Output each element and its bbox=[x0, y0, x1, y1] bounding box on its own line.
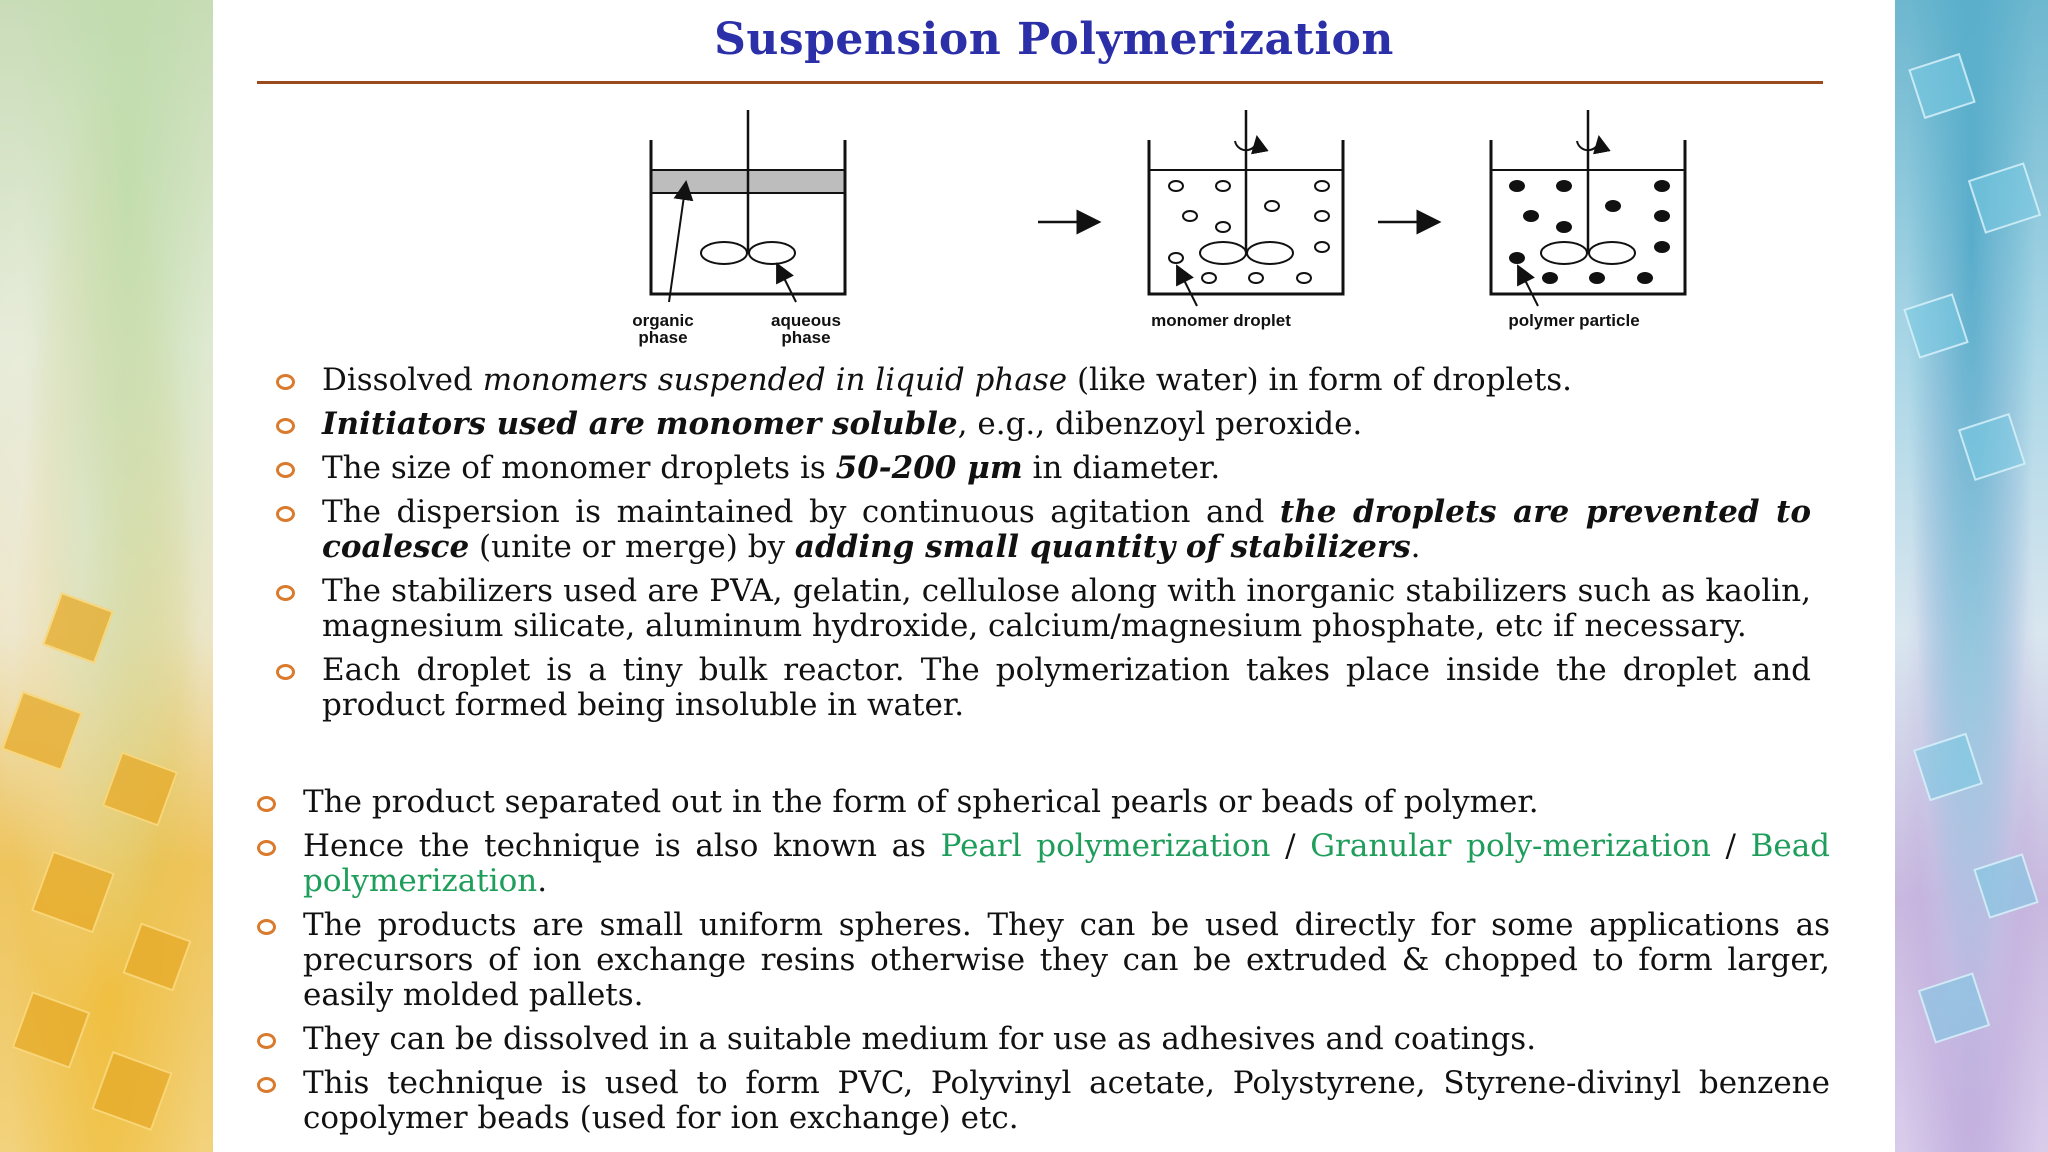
bullet-text: (like water) in form of droplets. bbox=[1067, 362, 1573, 398]
bullet-ring-icon bbox=[276, 462, 295, 478]
aqueous-phase-pointer bbox=[776, 262, 797, 303]
bullet-item: The stabilizers used are PVA, gelatin, c… bbox=[276, 573, 1811, 644]
rotation-icon bbox=[1576, 135, 1611, 155]
bullet-ring-icon bbox=[276, 506, 295, 522]
term-highlight: Pearl polymerization bbox=[940, 828, 1271, 864]
process-diagram: organic phase aqueous phase monomer drop… bbox=[533, 104, 1733, 354]
bullet-text: The product separated out in the form of… bbox=[303, 784, 1539, 820]
polymer-particles bbox=[1509, 180, 1670, 284]
title-divider bbox=[257, 81, 1823, 84]
bullet-text: in diameter. bbox=[1022, 450, 1221, 486]
slide: Suspension Polymerization bbox=[213, 0, 1895, 1152]
bullet-text: (unite or merge) by bbox=[469, 529, 795, 565]
bullet-text: Dissolved bbox=[322, 362, 483, 398]
bullet-text: / bbox=[1270, 828, 1311, 864]
vessel-3-walls bbox=[1489, 140, 1687, 296]
impeller-blade-right bbox=[748, 241, 796, 265]
bullet-text: . bbox=[537, 863, 548, 899]
polymer-particle-pointer bbox=[1517, 264, 1539, 307]
bullet-item: Hence the technique is also known as Pea… bbox=[257, 828, 1831, 899]
bullet-item: This technique is used to form PVC, Poly… bbox=[257, 1065, 1830, 1136]
reactor-diagram-svg bbox=[649, 110, 1687, 307]
bullet-text: Each droplet is a tiny bulk reactor. The… bbox=[322, 652, 1811, 723]
monomer-droplet-pointer bbox=[1176, 264, 1198, 307]
bullet-ring-icon bbox=[276, 664, 295, 680]
bullet-text: Hence the technique is also known as bbox=[303, 828, 941, 864]
vessel-2-walls bbox=[1147, 140, 1345, 296]
vessel-2 bbox=[1147, 110, 1345, 307]
background-right-decoration bbox=[1895, 0, 2048, 1152]
vessel-1-walls bbox=[649, 140, 847, 296]
bullet-text: adding small quantity of stabilizers bbox=[794, 529, 1411, 565]
bullet-ring-icon bbox=[257, 919, 276, 935]
label-monomer-droplet: monomer droplet bbox=[1151, 311, 1291, 330]
bullet-text: This technique is used to form PVC, Poly… bbox=[303, 1065, 1830, 1136]
vessel-1 bbox=[649, 110, 847, 303]
label-polymer-particle: polymer particle bbox=[1508, 311, 1640, 330]
bullet-text: Initiators used are monomer soluble bbox=[322, 406, 958, 442]
bullet-text: 50-200 μm bbox=[835, 450, 1023, 486]
bullet-text: . bbox=[1410, 529, 1421, 565]
bullet-ring-icon bbox=[257, 796, 276, 812]
vessel-3 bbox=[1489, 110, 1687, 307]
bullet-ring-icon bbox=[257, 1077, 276, 1093]
bullet-item: They can be dissolved in a suitable medi… bbox=[257, 1021, 1830, 1057]
bullet-item: Dissolved monomers suspended in liquid p… bbox=[276, 362, 1811, 398]
bullet-item: Each droplet is a tiny bulk reactor. The… bbox=[276, 652, 1811, 723]
bullet-ring-icon bbox=[257, 1033, 276, 1049]
label-organic-phase: organic phase bbox=[632, 311, 694, 347]
bullet-text: The size of monomer droplets is bbox=[322, 450, 836, 486]
bullet-item: The products are small uniform spheres. … bbox=[257, 907, 1830, 1013]
bullet-text: The dispersion is maintained by continuo… bbox=[322, 494, 1280, 530]
background-left-decoration bbox=[0, 0, 213, 1152]
bullet-text: / bbox=[1710, 828, 1751, 864]
bullet-ring-icon bbox=[276, 585, 295, 601]
bullet-text: monomers suspended in liquid phase bbox=[482, 362, 1068, 398]
bullet-text: the droplets are prevented to coalesce bbox=[322, 494, 1812, 565]
bullet-text: They can be dissolved in a suitable medi… bbox=[303, 1021, 1537, 1057]
bullet-item: The product separated out in the form of… bbox=[257, 784, 1830, 820]
term-highlight: Bead polymerization bbox=[303, 828, 1831, 899]
rotation-icon bbox=[1234, 135, 1269, 155]
organic-phase-pointer bbox=[668, 180, 694, 303]
page-title: Suspension Polymerization bbox=[714, 14, 1394, 65]
bullet-text: , e.g., dibenzoyl peroxide. bbox=[957, 406, 1363, 442]
label-aqueous-phase: aqueous phase bbox=[771, 311, 841, 347]
bullet-item: The size of monomer droplets is 50-200 μ… bbox=[276, 450, 1811, 486]
bullet-text: The products are small uniform spheres. … bbox=[303, 907, 1830, 1013]
bullet-text: The stabilizers used are PVA, gelatin, c… bbox=[322, 573, 1811, 644]
monomer-droplets bbox=[1168, 180, 1330, 284]
bullet-ring-icon bbox=[276, 418, 295, 434]
term-highlight: Granular poly-merization bbox=[1310, 828, 1711, 864]
bullet-ring-icon bbox=[276, 374, 295, 390]
bullet-list-lower: The product separated out in the form of… bbox=[257, 784, 1831, 1136]
bullet-list-upper: Dissolved monomers suspended in liquid p… bbox=[276, 362, 1812, 723]
bullet-item: Initiators used are monomer soluble, e.g… bbox=[276, 406, 1811, 442]
bullet-item: The dispersion is maintained by continuo… bbox=[276, 494, 1812, 565]
bullet-ring-icon bbox=[257, 840, 276, 856]
impeller-blade-left bbox=[700, 241, 748, 265]
